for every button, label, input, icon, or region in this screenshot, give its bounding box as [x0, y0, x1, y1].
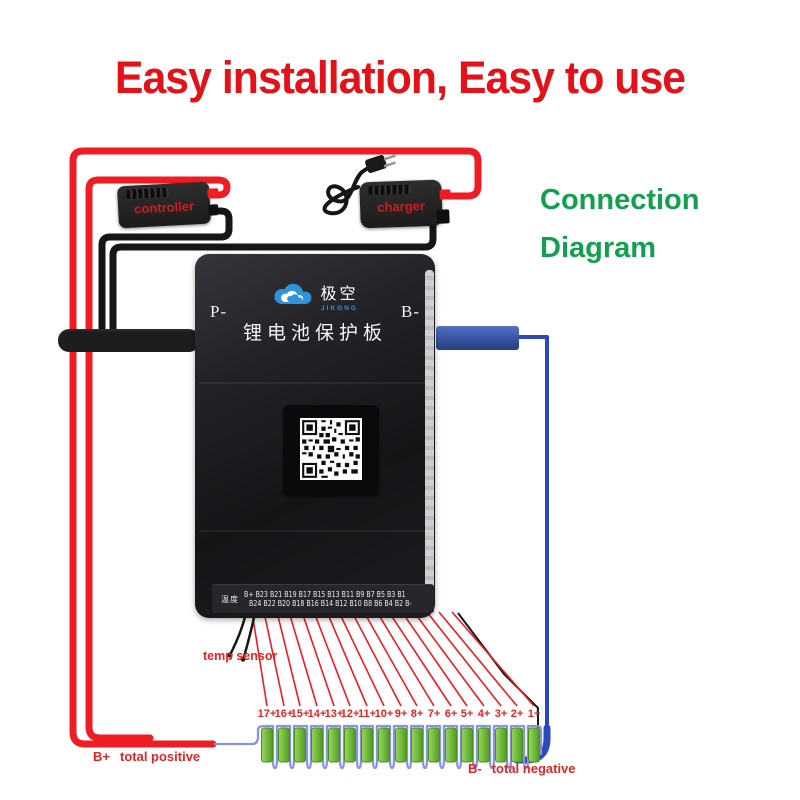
terminal-strip: 温度 B+ B23 B21 B19 B17 B15 B13 B11 B9 B7 … — [212, 584, 434, 613]
balance-wires — [251, 611, 535, 707]
controller-red-connector — [207, 188, 219, 199]
cell-label: 1+ — [527, 708, 541, 720]
cell-label: 13+ — [324, 708, 344, 720]
cell-label: 14+ — [307, 708, 327, 720]
controller-device: controller — [116, 181, 219, 229]
terminal-row-odd: B+ B23 B21 B19 B17 B15 B13 B11 B9 B7 B5 … — [244, 589, 406, 599]
charger-red-connector — [439, 189, 451, 200]
red-wire-charger — [69, 147, 482, 748]
diagram-caption-line2: Diagram — [540, 232, 657, 264]
controller-black-port — [208, 204, 219, 216]
cell-series-wire — [214, 724, 543, 770]
charger-cord — [322, 164, 373, 216]
temp-sensor-label: temp sensor — [203, 649, 278, 663]
cell-label: 10+ — [374, 708, 394, 720]
bminus-wire-stub — [436, 326, 519, 350]
cell-label: 6+ — [444, 708, 458, 720]
charger-black-port — [436, 209, 450, 224]
cell-label: 9+ — [394, 708, 408, 720]
black-wire-charger — [109, 218, 437, 339]
power-plug-icon — [365, 154, 396, 173]
cell-label: 8+ — [410, 708, 424, 720]
bms-board: P- B- 极空 JIKONG 锂电池保护板 — [195, 254, 435, 618]
blue-wire-main — [508, 335, 549, 762]
charger-label: charger — [376, 198, 426, 215]
cell-label: 17+ — [257, 708, 277, 720]
total-positive-terminal: B+ — [93, 749, 110, 764]
cell-label: 2+ — [510, 708, 524, 720]
cell-label: 7+ — [427, 708, 441, 720]
qr-plate — [283, 404, 379, 496]
qr-pattern-icon — [302, 420, 360, 478]
total-positive-text: total positive — [119, 749, 201, 764]
total-negative-label: B-total negative — [468, 761, 576, 776]
total-negative-text: total negative — [491, 761, 576, 776]
battery-cells — [261, 727, 540, 763]
total-negative-terminal: B- — [468, 761, 482, 776]
product-name: 锂电池保护板 — [242, 322, 387, 344]
cell-label: 16+ — [274, 708, 294, 720]
cell-label: 12+ — [340, 708, 360, 720]
terminal-row-even: B24 B22 B20 B18 B16 B14 B12 B10 B8 B6 B4… — [249, 599, 412, 608]
board-seam — [199, 382, 431, 384]
charger-device: charger — [359, 179, 451, 229]
foam-strip — [425, 270, 434, 598]
brand-logo-row: 极空 JIKONG — [195, 278, 435, 312]
cell-label: 15+ — [290, 708, 310, 720]
cell-label: 11+ — [357, 708, 377, 720]
controller-label: controller — [133, 198, 195, 217]
red-wire-controller — [85, 176, 231, 742]
charger-port-strip — [368, 184, 411, 196]
cloud-logo-icon — [274, 283, 312, 305]
brand-name-en: JIKONG — [321, 305, 358, 312]
diagram-caption: Connection Diagram — [540, 176, 700, 272]
cell-label: 4+ — [477, 708, 491, 720]
cell-label: 3+ — [494, 708, 508, 720]
controller-port-strip — [126, 187, 169, 199]
board-seam — [199, 530, 431, 532]
port-label-p-minus: P- — [210, 302, 228, 321]
total-positive-label: B+ total positive — [93, 749, 200, 764]
cell-label: 5+ — [460, 708, 474, 720]
qr-code — [300, 418, 362, 480]
brand-name-cn: 极空 — [320, 286, 359, 303]
port-label-b-minus: B- — [401, 302, 420, 321]
page-title: Easy installation, Easy to use — [114, 52, 686, 103]
black-wire-controller — [98, 207, 233, 339]
diagram-caption-line1: Connection — [540, 184, 700, 216]
pminus-wire-stub — [58, 329, 200, 352]
terminal-temp-label: 温度 — [221, 594, 239, 604]
terminal-rows: B+ B23 B21 B19 B17 B15 B13 B11 B9 B7 B5 … — [244, 590, 412, 609]
